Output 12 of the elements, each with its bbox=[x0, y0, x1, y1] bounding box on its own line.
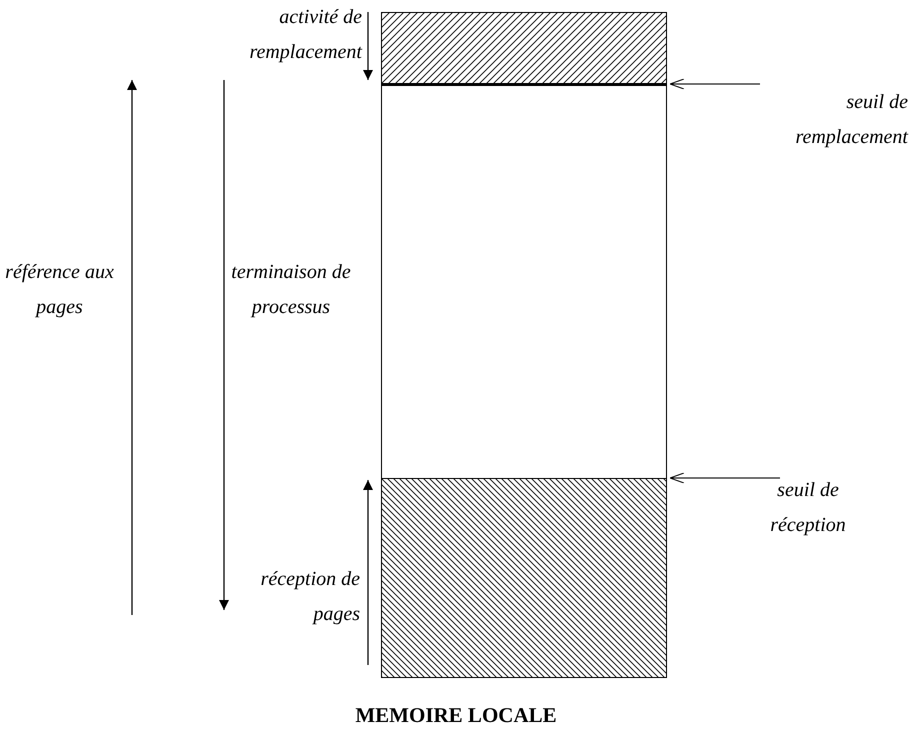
annotation-text: référence aux pages bbox=[4, 260, 115, 320]
threshold-label: seuil de réception bbox=[769, 478, 847, 538]
annotation-text: activité de remplacement bbox=[248, 5, 362, 65]
diagram-title: MEMOIRE LOCALE bbox=[354, 703, 558, 728]
annotation-text: terminaison de processus bbox=[230, 260, 352, 320]
memory-region bbox=[381, 84, 667, 478]
hatched-region bbox=[381, 12, 667, 84]
threshold-label: seuil de remplacement bbox=[794, 90, 908, 150]
leader-arrow bbox=[670, 78, 760, 90]
leader-arrow bbox=[670, 472, 780, 484]
annotation-text: réception de pages bbox=[260, 567, 360, 627]
hatched-region bbox=[381, 478, 667, 678]
